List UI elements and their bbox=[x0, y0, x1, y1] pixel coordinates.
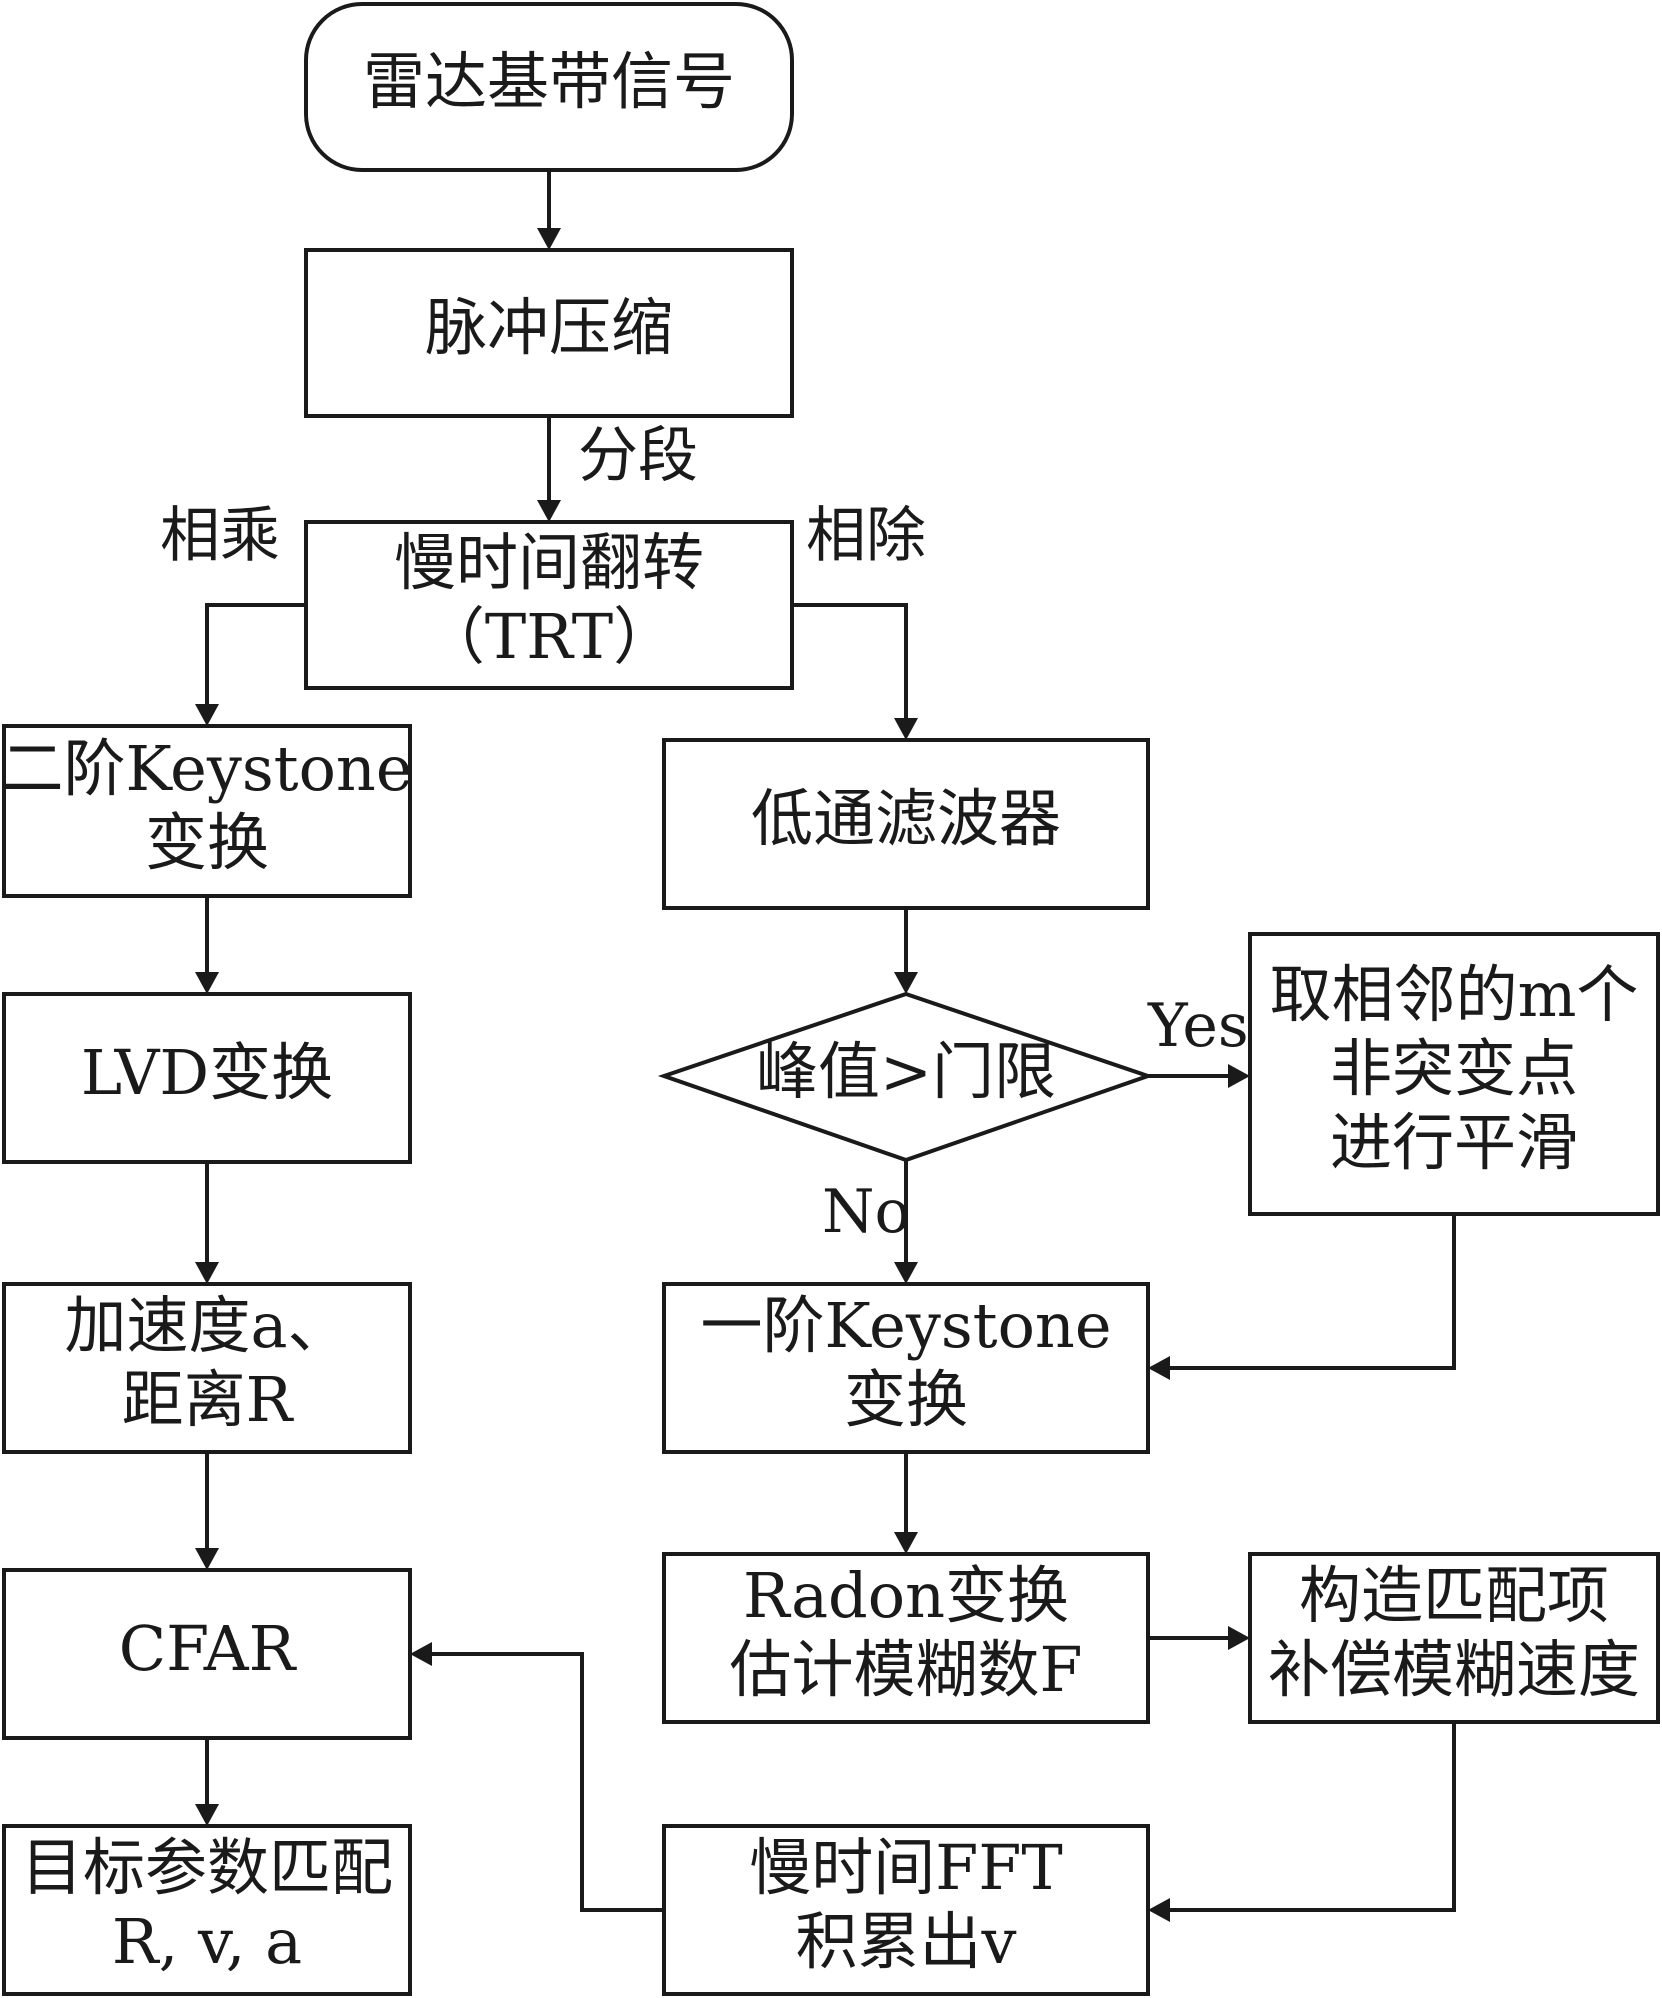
edge-label-yes: Yes bbox=[1147, 991, 1249, 1061]
edge-radon-to-compensate bbox=[1148, 1626, 1250, 1650]
node-radar-signal-text-line-1: 雷达基带信号 bbox=[363, 45, 735, 118]
node-radon-text-line-1: Radon变换 bbox=[743, 1559, 1069, 1632]
edge-pulse-to-trt bbox=[537, 416, 561, 522]
node-trt-text-line-1: 慢时间翻转 bbox=[394, 526, 704, 599]
edge-label-multiply: 相乘 bbox=[160, 501, 280, 571]
edge-lvd-to-accel bbox=[195, 1162, 219, 1284]
node-accel-range-text-line-1: 加速度a、 bbox=[65, 1289, 350, 1362]
node-lvd-text-line-1: LVD变换 bbox=[81, 1036, 333, 1109]
node-radon-text-line-2: 估计模糊数F bbox=[729, 1633, 1082, 1706]
edge-trt-to-keystone2 bbox=[195, 603, 306, 726]
edge-fft-to-cfar bbox=[410, 1642, 664, 1912]
node-fft-text-line-1: 慢时间FFT bbox=[749, 1831, 1062, 1904]
node-fft-text-line-2: 积累出v bbox=[795, 1905, 1016, 1978]
edge-compensate-to-fft bbox=[1148, 1722, 1456, 1922]
edge-decision-to-smooth bbox=[1148, 1064, 1250, 1088]
node-smooth: 取相邻的m个非突变点进行平滑 bbox=[1248, 932, 1660, 1216]
node-keystone1-text-line-2: 变换 bbox=[844, 1363, 968, 1436]
edge-signal-to-pulse bbox=[537, 170, 561, 250]
node-radar-signal-text: 雷达基带信号 bbox=[363, 45, 735, 118]
node-lowpass-text-line-1: 低通滤波器 bbox=[751, 782, 1061, 855]
node-smooth-text: 取相邻的m个非突变点进行平滑 bbox=[1270, 958, 1639, 1179]
node-cfar-text: CFAR bbox=[119, 1612, 298, 1685]
edge-accel-to-cfar bbox=[195, 1452, 219, 1570]
node-pulse-compression-text-line-1: 脉冲压缩 bbox=[425, 291, 673, 364]
edge-label-divide: 相除 bbox=[806, 501, 926, 571]
node-radar-signal: 雷达基带信号 bbox=[304, 2, 794, 172]
edge-smooth-to-keystone1 bbox=[1148, 1214, 1456, 1380]
node-target-match-text-line-2: R, v, a bbox=[112, 1905, 302, 1978]
edge-keystone1-to-radon bbox=[894, 1452, 918, 1554]
edge-label-segment: 分段 bbox=[578, 421, 698, 491]
node-accel-range-text: 加速度a、距离R bbox=[65, 1289, 350, 1436]
node-keystone2-text-line-2: 变换 bbox=[145, 806, 269, 879]
node-pulse-compression-text: 脉冲压缩 bbox=[425, 291, 673, 364]
node-keystone1-text-line-1: 一阶Keystone bbox=[700, 1289, 1111, 1362]
node-smooth-text-line-3: 进行平滑 bbox=[1330, 1106, 1578, 1179]
node-lowpass-text: 低通滤波器 bbox=[751, 782, 1061, 855]
node-decision-text: 峰值>门限 bbox=[756, 1035, 1056, 1108]
node-keystone2-text-line-1: 二阶Keystone bbox=[1, 732, 412, 805]
node-radon: Radon变换估计模糊数F bbox=[662, 1552, 1150, 1724]
node-decision-text-line-1: 峰值>门限 bbox=[756, 1035, 1056, 1108]
edge-lowpass-to-decision bbox=[894, 908, 918, 994]
node-trt: 慢时间翻转（TRT） bbox=[304, 520, 794, 690]
node-compensate: 构造匹配项补偿模糊速度 bbox=[1248, 1552, 1660, 1724]
edge-trt-to-lowpass bbox=[792, 603, 918, 740]
node-smooth-text-line-2: 非突变点 bbox=[1330, 1032, 1578, 1105]
edge-label-no: No bbox=[822, 1177, 911, 1247]
node-compensate-text-line-2: 补偿模糊速度 bbox=[1268, 1633, 1640, 1706]
node-target-match-text-line-1: 目标参数匹配 bbox=[21, 1831, 393, 1904]
node-cfar: CFAR bbox=[2, 1568, 412, 1740]
node-radon-text: Radon变换估计模糊数F bbox=[729, 1559, 1082, 1706]
node-compensate-text-line-1: 构造匹配项 bbox=[1299, 1559, 1609, 1632]
edge-keystone2-to-lvd bbox=[195, 896, 219, 994]
node-compensate-text: 构造匹配项补偿模糊速度 bbox=[1268, 1559, 1640, 1706]
node-lowpass: 低通滤波器 bbox=[662, 738, 1150, 910]
node-pulse-compression: 脉冲压缩 bbox=[304, 248, 794, 418]
node-cfar-text-line-1: CFAR bbox=[119, 1612, 298, 1685]
node-decision: 峰值>门限 bbox=[657, 991, 1155, 1163]
node-lvd-text: LVD变换 bbox=[81, 1036, 333, 1109]
edge-cfar-to-target bbox=[195, 1738, 219, 1826]
edge-decision-to-keystone1 bbox=[894, 1160, 918, 1284]
node-accel-range-text-line-2: 距离R bbox=[122, 1363, 295, 1436]
node-trt-text-line-2: （TRT） bbox=[423, 600, 675, 673]
node-smooth-text-line-1: 取相邻的m个 bbox=[1270, 958, 1639, 1031]
node-trt-text: 慢时间翻转（TRT） bbox=[394, 526, 704, 673]
node-lvd: LVD变换 bbox=[2, 992, 412, 1164]
node-accel-range: 加速度a、距离R bbox=[2, 1282, 412, 1454]
